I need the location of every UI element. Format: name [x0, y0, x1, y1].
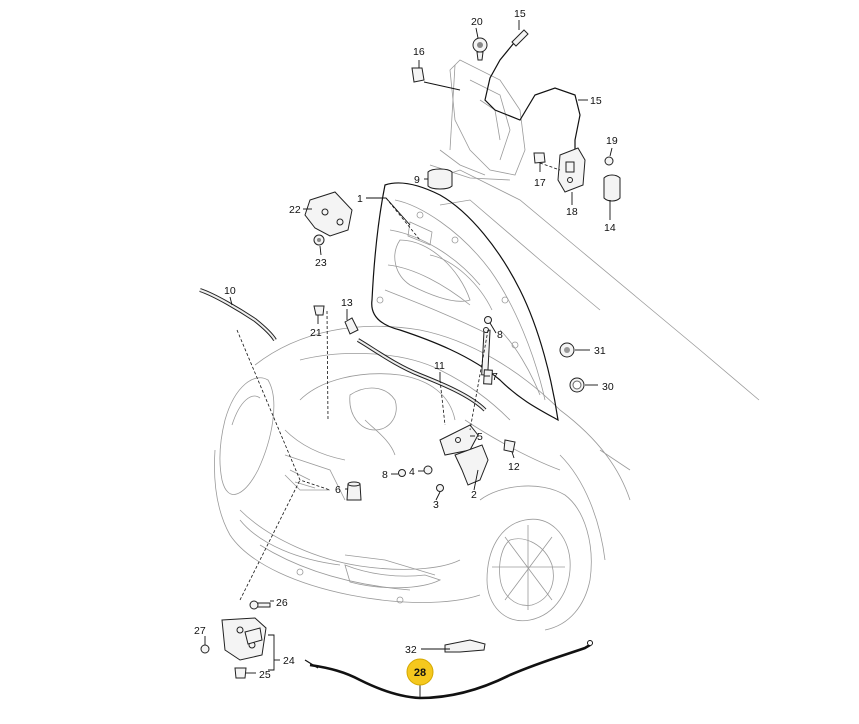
part-4-nut: [423, 465, 433, 475]
part-30-grommet: [569, 377, 585, 393]
callout-3[interactable]: 3: [433, 499, 439, 511]
part-16-clip: [411, 67, 425, 83]
callout-19[interactable]: 19: [606, 135, 618, 147]
part-18-lock-bracket: [557, 147, 586, 193]
callout-25[interactable]: 25: [259, 669, 271, 681]
part-26-bolt: [249, 600, 271, 610]
callout-14[interactable]: 14: [604, 222, 616, 234]
seal-11: [356, 338, 487, 412]
callout-26[interactable]: 26: [276, 597, 288, 609]
part-8-bolt-b: [398, 469, 406, 477]
car-body-outline: [214, 169, 760, 631]
part-15-cable-end: [511, 29, 529, 47]
part-21-clip: [313, 305, 325, 316]
callout-10[interactable]: 10: [224, 285, 236, 297]
part-20-grommet: [472, 37, 488, 61]
callout-21[interactable]: 21: [310, 327, 322, 339]
part-24-hood-lock: [221, 617, 267, 661]
part-6-bump-stop: [346, 481, 362, 501]
windshield-frame: [429, 59, 526, 181]
callout-8-lower[interactable]: 8: [382, 469, 388, 481]
part-8-bolt-a: [484, 316, 492, 324]
part-31-grommet: [559, 342, 575, 358]
callout-2[interactable]: 2: [471, 489, 477, 501]
callout-13[interactable]: 13: [341, 297, 353, 309]
hood-panel: [371, 182, 559, 422]
callout-8-upper[interactable]: 8: [497, 329, 503, 341]
part-12-clip: [503, 439, 516, 453]
callout-6[interactable]: 6: [335, 484, 341, 496]
callout-22[interactable]: 22: [289, 204, 301, 216]
hood-release-cable-28: [304, 640, 593, 700]
callout-20[interactable]: 20: [471, 16, 483, 28]
part-14-cover: [603, 174, 621, 202]
callout-4[interactable]: 4: [409, 466, 415, 478]
callout-32[interactable]: 32: [405, 644, 417, 656]
callout-15-top[interactable]: 15: [514, 8, 526, 20]
callout-labels: 20 15 16 15 19 17 18 14 9 1 22 23 10 13 …: [194, 8, 618, 681]
part-3-bolt: [436, 484, 444, 492]
part-32-bracket: [444, 639, 486, 653]
part-17-clip: [533, 152, 546, 164]
gas-strut-7: [481, 327, 493, 385]
callout-16[interactable]: 16: [413, 46, 425, 58]
part-2-hinge-bracket: [454, 444, 489, 486]
part-23-nut: [313, 234, 325, 246]
callout-5[interactable]: 5: [477, 431, 483, 443]
part-5-hinge: [439, 424, 479, 456]
part-27-bolt: [200, 644, 210, 654]
part-22-striker: [304, 191, 353, 237]
callout-24[interactable]: 24: [283, 655, 295, 667]
callout-17[interactable]: 17: [534, 177, 546, 189]
callout-23[interactable]: 23: [315, 257, 327, 269]
callout-31[interactable]: 31: [594, 345, 606, 357]
callout-1[interactable]: 1: [357, 193, 363, 205]
callout-7[interactable]: 7: [492, 371, 498, 383]
part-25-sensor: [234, 667, 247, 679]
callout-28-highlighted[interactable]: 28: [406, 658, 434, 686]
callout-15-side[interactable]: 15: [590, 95, 602, 107]
callout-30[interactable]: 30: [602, 381, 614, 393]
part-19-bolt: [604, 156, 614, 166]
callout-11[interactable]: 11: [434, 360, 445, 372]
callout-9[interactable]: 9: [414, 174, 420, 186]
seal-end-13: [344, 317, 359, 335]
leader-lines: [204, 20, 613, 698]
callout-12[interactable]: 12: [508, 461, 520, 473]
part-9-pad: [427, 168, 453, 190]
release-cable-upper: [484, 37, 581, 150]
callout-18[interactable]: 18: [566, 206, 578, 218]
callout-28[interactable]: 28: [414, 667, 426, 679]
seal-10: [199, 288, 277, 342]
callout-27[interactable]: 27: [194, 625, 206, 637]
callout-28-badge: [406, 658, 434, 686]
